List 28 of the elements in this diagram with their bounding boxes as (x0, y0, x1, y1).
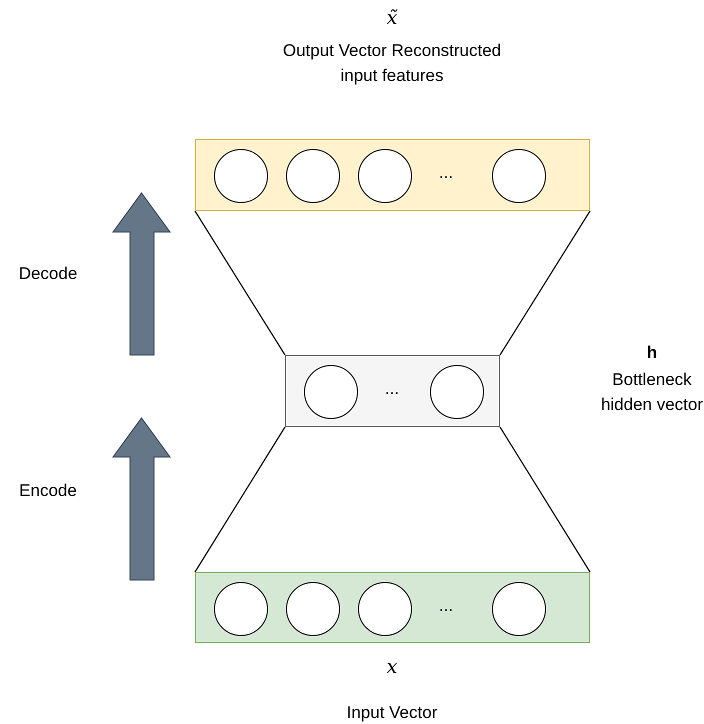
node-caption: Input Vector (346, 702, 438, 724)
neuron-circle (286, 582, 340, 636)
layer-box (195, 572, 590, 643)
neuron-circle (492, 149, 546, 203)
math-symbol: x̃ (386, 6, 398, 31)
direction-label: Encode (18, 480, 78, 502)
ellipsis-text: ... (438, 595, 454, 617)
node-caption: Bottleneck hidden vector (600, 369, 704, 416)
connector-line (499, 426, 591, 572)
node-caption: Output Vector Reconstructed input features (282, 40, 502, 87)
neuron-circle (430, 365, 484, 419)
neuron-circle (358, 149, 412, 203)
connector-line (194, 426, 286, 572)
neuron-circle (304, 365, 358, 419)
ellipsis-text: ... (384, 378, 400, 400)
neuron-circle (492, 582, 546, 636)
connector-line (194, 210, 286, 356)
direction-label: Decode (18, 263, 78, 285)
ellipsis-text: ... (438, 162, 454, 184)
neuron-circle (358, 582, 412, 636)
math-symbol: x (386, 655, 398, 680)
neuron-circle (214, 149, 268, 203)
connector-line (500, 210, 590, 356)
layer-box (195, 139, 590, 211)
layer-box (285, 355, 500, 427)
math-symbol: h (646, 342, 658, 364)
neuron-circle (286, 149, 340, 203)
neuron-circle (214, 582, 268, 636)
